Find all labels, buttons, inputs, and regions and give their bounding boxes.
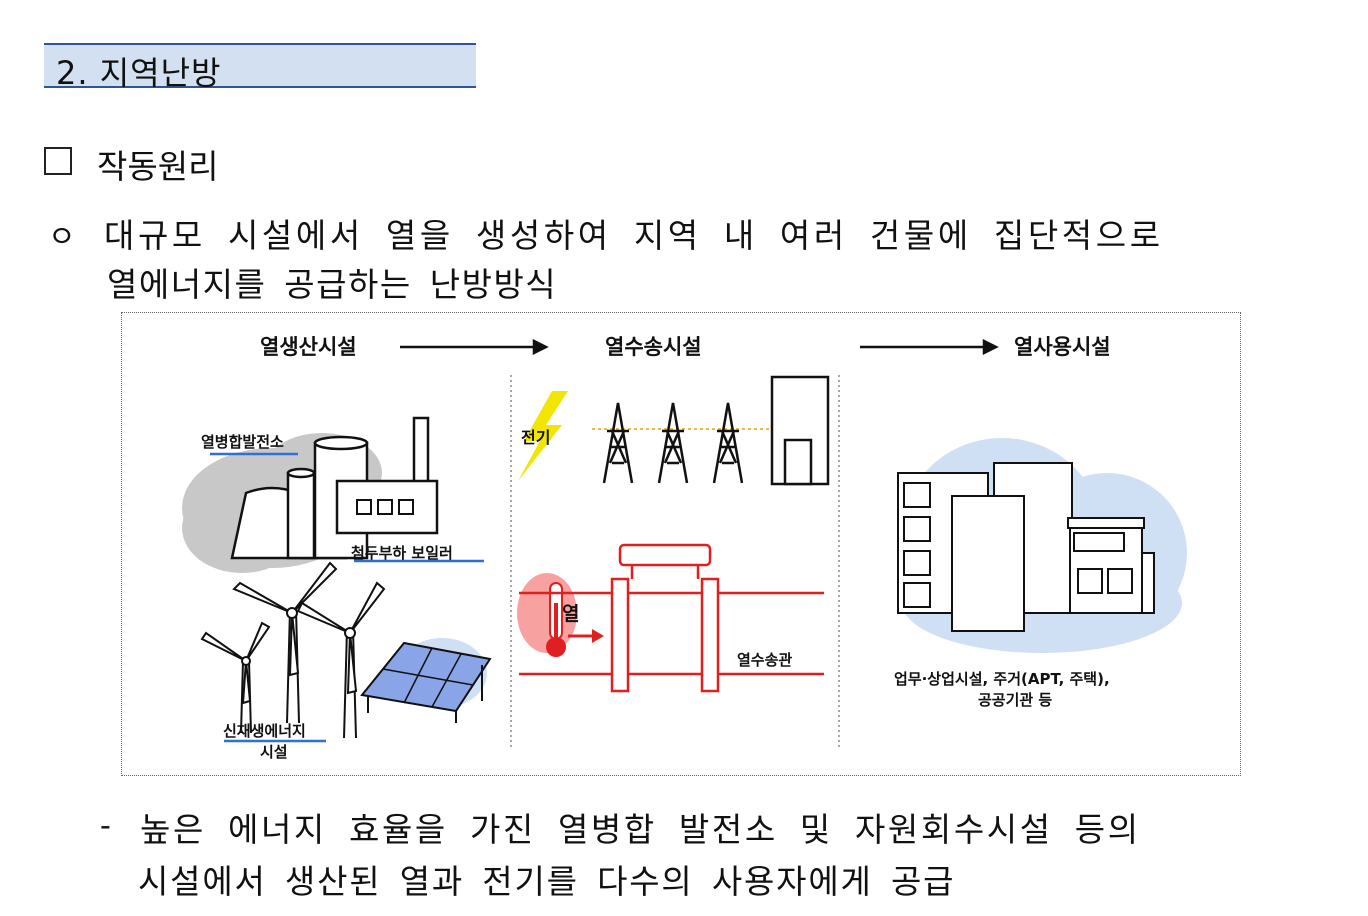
electricity-label: 전기	[521, 428, 551, 447]
bullet-text-line1: 대규모 시설에서 열을 생성하여 지역 내 여러 건물에 집단적으로	[104, 216, 1164, 255]
chp-plant-label: 열병합발전소	[201, 433, 284, 451]
heat-pipe-icon	[517, 543, 824, 693]
sub-text-line2: 시설에서 생산된 열과 전기를 다수의 사용자에게 공급	[138, 862, 956, 901]
checkbox-icon	[44, 147, 72, 175]
dash-icon: -	[100, 806, 111, 844]
stage-use-label: 열사용시설	[1014, 335, 1111, 359]
renewable-label-line1: 신재생에너지	[223, 722, 306, 740]
heat-label: 열	[562, 603, 580, 625]
sub-text-line1: 높은 에너지 효율을 가진 열병합 발전소 및 자원회수시설 등의	[140, 810, 1141, 849]
diagram-graphics	[182, 338, 1187, 749]
buildings-icon	[897, 438, 1187, 653]
stage-production-label: 열생산시설	[260, 335, 357, 359]
users-label-line2: 공공기관 등	[978, 691, 1053, 709]
bullet-icon: ㅇ	[48, 220, 76, 255]
heat-pipe-label: 열수송관	[737, 651, 793, 669]
arrow-icon	[400, 338, 999, 356]
section-title-text: 2. 지역난방	[56, 54, 222, 92]
stage-transport-label: 열수송시설	[605, 335, 702, 359]
power-plant-icon	[182, 416, 484, 573]
wind-turbine-icon	[200, 561, 386, 739]
bullet-text-line2: 열에너지를 공급하는 난방방식	[107, 265, 558, 304]
district-heating-diagram: 열생산시설 열수송시설 열사용시설 열병합발전소 첨두부하 보일러 신재생에너지…	[121, 312, 1241, 776]
users-label-line1: 업무·상업시설, 주거(APT, 주택),	[894, 670, 1110, 688]
lightning-icon	[518, 391, 568, 481]
section-title: 2. 지역난방	[44, 43, 476, 92]
renewable-label-line2: 시설	[260, 743, 288, 761]
transmission-tower-icon	[592, 375, 830, 486]
peak-boiler-label: 첨두부하 보일러	[351, 544, 453, 562]
solar-panel-icon	[224, 638, 492, 743]
heading-operating-principle: 작동원리	[97, 147, 219, 186]
